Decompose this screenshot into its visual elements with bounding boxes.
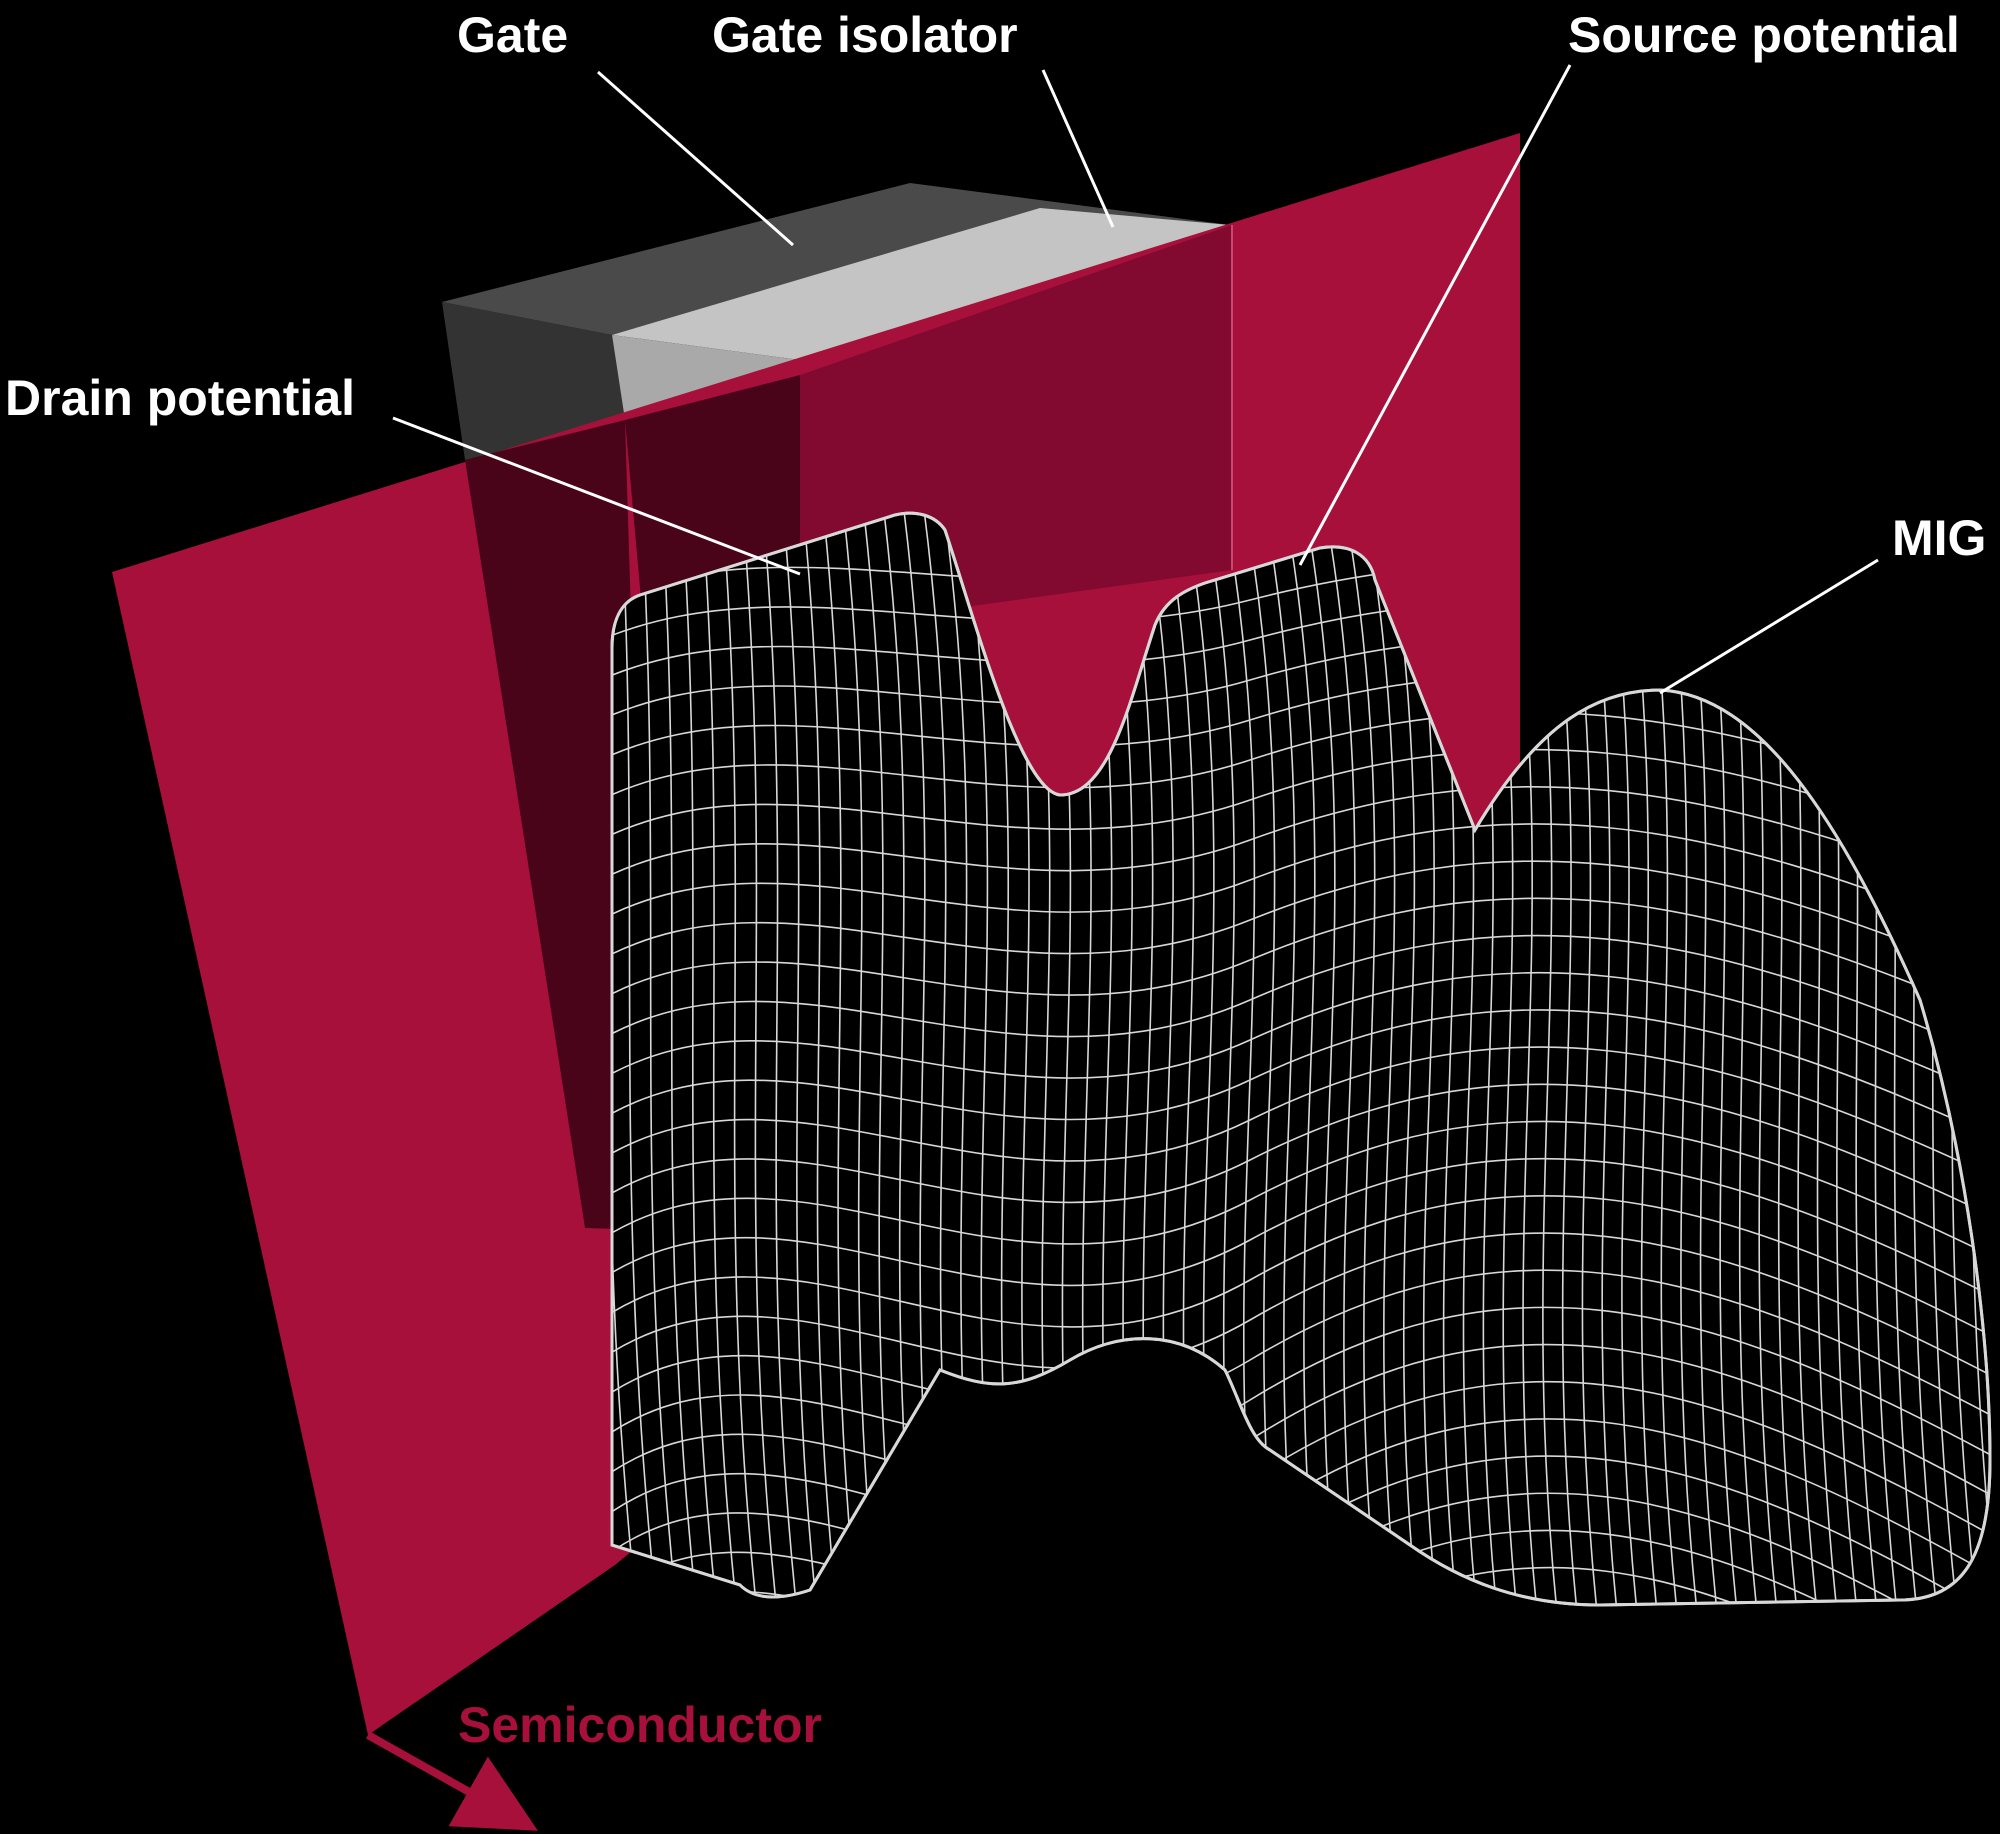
mig-leader-line (1659, 558, 1879, 695)
mesh-line (779, 513, 821, 1605)
gate-front-face (442, 302, 625, 460)
mesh-line (639, 513, 681, 1605)
mesh-line (759, 513, 801, 1605)
mesh-line (679, 513, 721, 1605)
mesh-line (612, 934, 1990, 1061)
mesh-line (799, 513, 841, 1605)
mesh-line (612, 1083, 1990, 1221)
mesh-line (612, 971, 1990, 1101)
mesh-line (719, 513, 761, 1605)
gate-isolator-top-face (612, 208, 1230, 360)
source-potential-leader-line (1298, 64, 1572, 566)
mesh-line (699, 513, 741, 1605)
mesh-line (612, 513, 641, 1605)
mig-surface-outline (610, 511, 1992, 1607)
mesh-line (612, 1194, 1990, 1341)
mesh-line (612, 1009, 1990, 1141)
semiconductor-arrow (366, 1731, 538, 1831)
mesh-line (1319, 513, 1361, 1605)
mesh-line (612, 786, 1990, 901)
gate-isolator-front-face (612, 335, 800, 420)
mesh-line (612, 860, 1990, 981)
mesh-line (612, 1306, 1990, 1461)
plane-under-gate (465, 420, 650, 1230)
mesh-line (612, 1120, 1990, 1261)
mesh-line (1359, 513, 1401, 1605)
mesh-line (819, 513, 861, 1605)
mesh-line (612, 1232, 1990, 1381)
gate-isolator-leader-line (1041, 69, 1115, 228)
gate-leader-line (597, 70, 794, 247)
mig-label: MIG (1892, 510, 1986, 566)
mesh-line (612, 1157, 1990, 1301)
gate-block (442, 183, 1230, 460)
gate-label: Gate (457, 7, 568, 63)
mesh-line (1339, 513, 1381, 1605)
drain-potential-label: Drain potential (5, 370, 355, 426)
mesh-line (739, 513, 781, 1605)
mesh-line (619, 513, 661, 1605)
mesh-line (612, 711, 1990, 821)
source-potential-label: Source potential (1568, 7, 1960, 63)
mesh-line (1299, 513, 1341, 1605)
mesh-line (612, 1269, 1990, 1421)
gate-isolator-label: Gate isolator (712, 7, 1018, 63)
mesh-line (612, 897, 1990, 1021)
mesh-line (612, 823, 1990, 941)
mesh-line (1259, 513, 1301, 1605)
mesh-line (1279, 513, 1321, 1605)
leader-lines (392, 64, 1879, 695)
mesh-line (612, 748, 1990, 861)
mesh-line (1379, 513, 1421, 1605)
mesh-line (859, 513, 901, 1605)
drain-potential-leader-line (392, 416, 801, 576)
semiconductor-label: Semiconductor (458, 1697, 822, 1753)
mesh-line (659, 513, 701, 1605)
mesh-line (612, 1529, 1990, 1605)
mesh-line (612, 1046, 1990, 1181)
